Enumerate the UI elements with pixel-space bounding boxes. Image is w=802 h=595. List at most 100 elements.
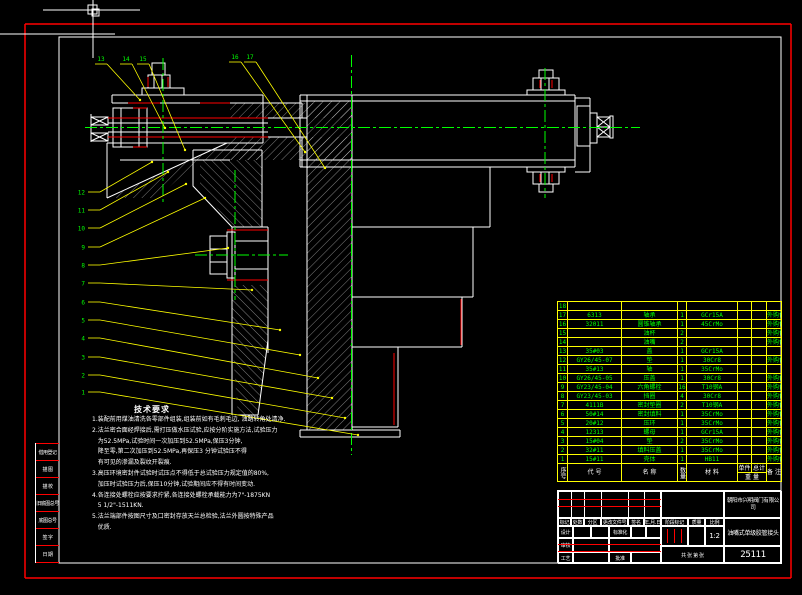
bom-cell: 壳体 <box>621 454 678 464</box>
balloon-number: 17 <box>246 54 254 61</box>
bom-cell: 11 <box>557 364 568 374</box>
bom-cell <box>766 346 782 356</box>
leader-line <box>99 247 229 266</box>
bom-cell <box>737 301 752 311</box>
bom-cell: GCr15A <box>686 346 738 356</box>
notes-title: 技术要求 <box>134 405 170 414</box>
bom-cell <box>677 301 687 311</box>
bom-cell <box>751 364 767 374</box>
bom-cell: 16 <box>557 319 568 329</box>
bom-cell: 压盖 <box>621 373 678 383</box>
leader-arrow <box>226 246 230 250</box>
bom-cell: 30Cr8 <box>686 391 738 401</box>
bom-cell: 轴承 <box>621 310 678 320</box>
balloon-number: 5 <box>81 318 85 325</box>
bom-cell <box>751 382 767 392</box>
bom-header-weight: 重 量 <box>737 472 767 482</box>
balloon-number: 12 <box>78 190 86 197</box>
leader-line <box>99 197 206 248</box>
bom-row: 176313轴承1GCr15A外购件 <box>557 310 782 320</box>
bom-cell: 外购件 <box>766 409 782 419</box>
leader-line <box>99 183 187 229</box>
bom-cell <box>567 328 622 338</box>
bom-cell <box>737 418 752 428</box>
leader-arrow <box>330 396 334 400</box>
bom-cell <box>567 301 622 311</box>
leader-line <box>99 301 281 331</box>
bom-cell: 油杯 <box>621 328 678 338</box>
leader-arrow <box>356 433 360 437</box>
bom-header-row2: 重 量 <box>558 472 782 482</box>
bom-cell: 1 <box>677 409 687 419</box>
stage-mark-value <box>661 526 688 546</box>
mass-label: 质量 <box>688 518 705 526</box>
bom-cell: 密封垫圈 <box>621 400 678 410</box>
bom-cell: 1 <box>557 454 568 464</box>
bom-cell <box>751 346 767 356</box>
bom-cell: GY26/45-05 <box>567 373 622 383</box>
margin-label: 底图总号 <box>36 512 59 529</box>
bom-cell: 4111B <box>567 400 622 410</box>
bom-cell <box>686 328 738 338</box>
leader-arrow <box>316 376 320 380</box>
bom-cell <box>751 310 767 320</box>
balloon-number: 4 <box>81 336 85 343</box>
bom-cell: 10 <box>557 373 568 383</box>
leader-line <box>99 356 333 399</box>
bom-cell: 30Cr8 <box>686 373 738 383</box>
bom-cell <box>751 301 767 311</box>
leader-arrow <box>343 416 347 420</box>
mass-value <box>688 526 705 546</box>
bom-cell: 17 <box>557 310 568 320</box>
notes-lines: 1.装配前用煤油清洗各零部件组装,组装前如有毛刺毛边, 油路转角处清净.2.法兰… <box>92 415 288 534</box>
bom-cell: 1 <box>677 346 687 356</box>
bom-cell: 32011 <box>567 319 622 329</box>
bom-cell: 1 <box>677 319 687 329</box>
bom-cell: 2 <box>677 337 687 347</box>
leader-line <box>99 374 346 419</box>
bom-cell <box>737 409 752 419</box>
bom-header-code: 代 号 <box>567 463 622 482</box>
rev-col-zone: 分区 <box>584 518 601 526</box>
leader-arrow <box>323 166 327 170</box>
margin-label: 描 校 <box>36 478 59 495</box>
note-line: 1.装配前用煤油清洗各零部件组装,组装前如有毛刺毛边, 油路转角处清净. <box>92 416 286 423</box>
process-sign <box>573 552 609 564</box>
balloon-number: 13 <box>97 56 105 63</box>
bom-cell <box>766 301 782 311</box>
bom-cell: 18 <box>557 301 568 311</box>
bom-cell <box>751 445 767 455</box>
check-date <box>609 538 661 552</box>
bom-cell: 7 <box>557 400 568 410</box>
bom-cell <box>751 418 767 428</box>
margin-label: 签 字 <box>36 529 59 546</box>
leader-line <box>148 63 186 151</box>
bom-cell <box>737 454 752 464</box>
bom-cell <box>751 373 767 383</box>
bom-cell: 外购件 <box>766 454 782 464</box>
standard-date <box>646 526 661 538</box>
bom-cell: 垫 <box>621 355 678 365</box>
sheet-border <box>0 23 792 579</box>
bom-cell: 4 <box>557 427 568 437</box>
leader-line <box>99 282 253 291</box>
balloon-number: 14 <box>122 56 130 63</box>
bom-cell: 六角螺栓 <box>621 382 678 392</box>
bom-cell: 1 <box>677 310 687 320</box>
role-check: 审核 <box>558 538 573 552</box>
bom-row: 115#11壳体1HB11外购件 <box>557 454 782 464</box>
balloon-number: 2 <box>81 373 85 380</box>
leader-arrow <box>166 170 170 174</box>
note-line: 降至零,第二次加压到52.5MPa,再保压3 分钟试验压不得 <box>92 448 247 456</box>
bom-cell: 外购件 <box>766 427 782 437</box>
rev-col-doc: 更改文件号 <box>601 518 628 526</box>
bom-cell: 外购件 <box>766 337 782 347</box>
balloon-number: 16 <box>231 54 239 61</box>
bom-cell: 45CrMo <box>686 319 738 329</box>
bom-row: 18 <box>557 301 782 311</box>
check-sign <box>573 538 609 552</box>
bom-cell: 35CrMo <box>686 445 738 455</box>
note-line: 为52.5MPa,试验时间一次加压到52.5MPa,保压3分钟, <box>92 437 243 445</box>
